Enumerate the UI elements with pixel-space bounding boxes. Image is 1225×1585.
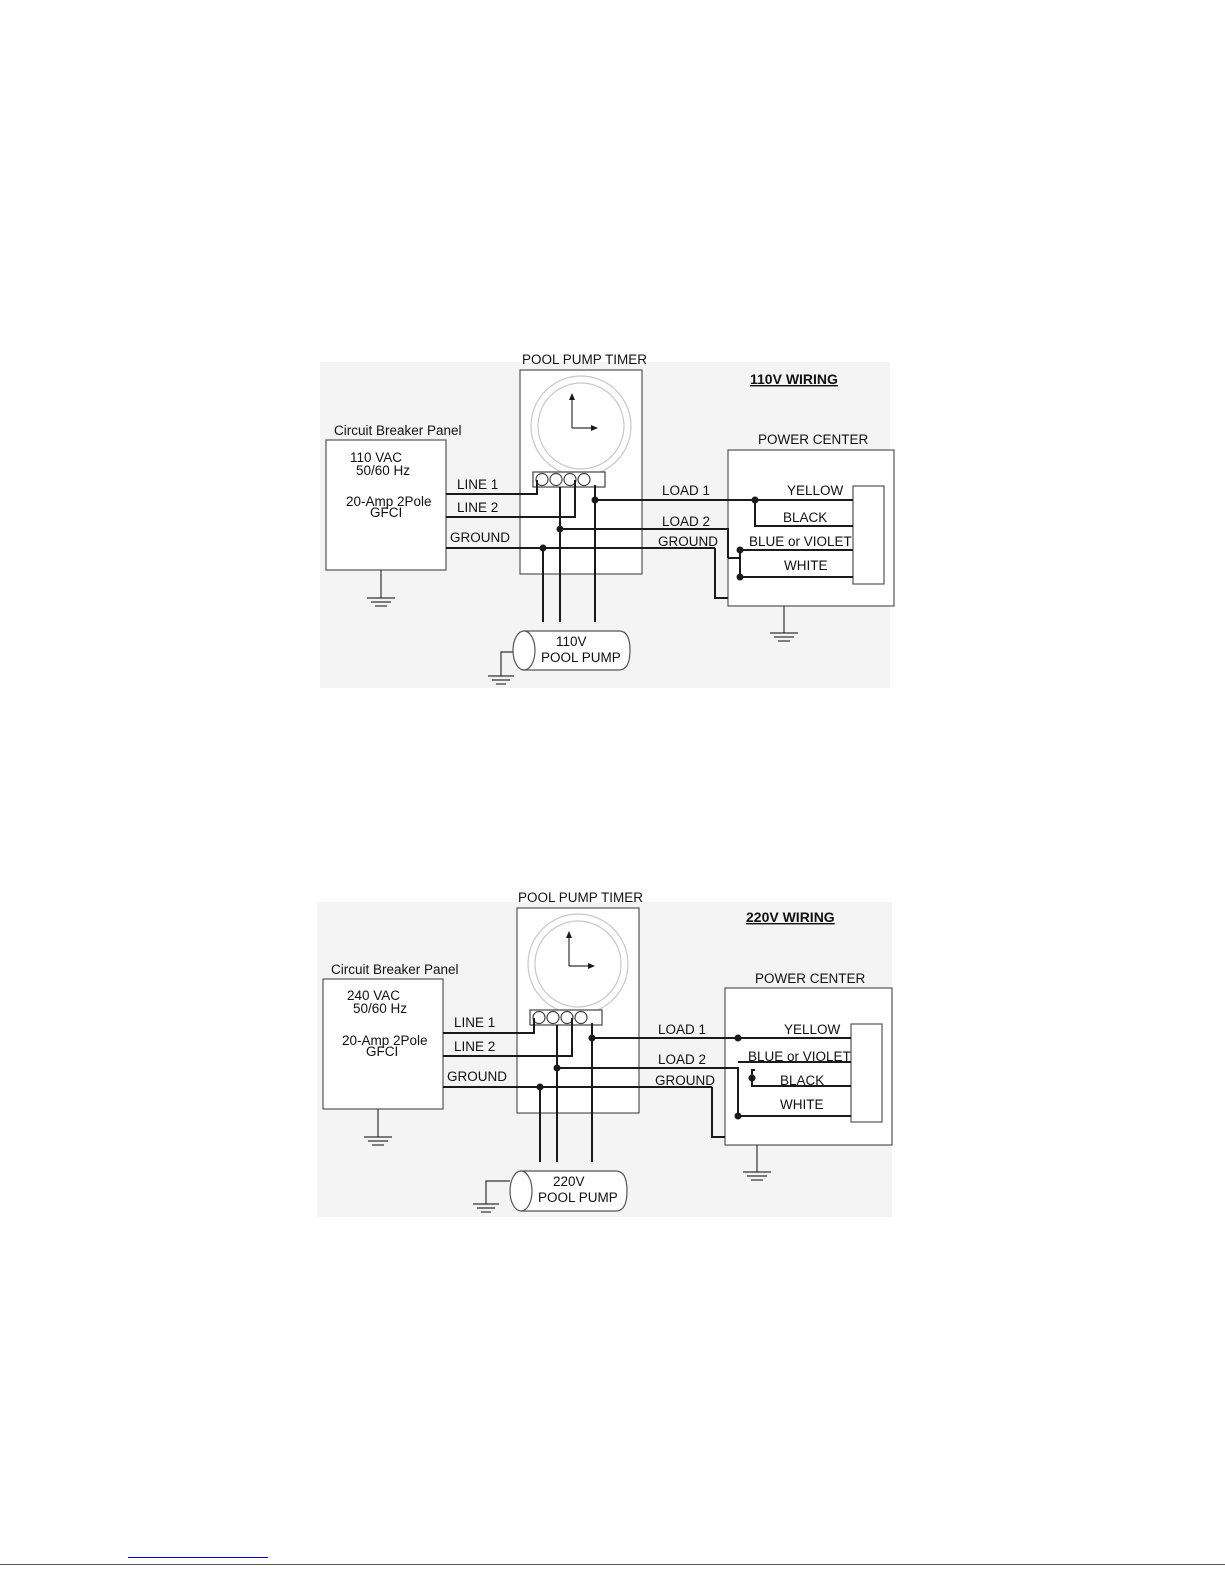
pool-pump-icon <box>509 1170 628 1212</box>
line2-label: LINE 2 <box>454 1039 495 1054</box>
ground-left-label: GROUND <box>450 530 510 545</box>
wire-color-label: BLUE or VIOLET <box>748 1049 851 1064</box>
timer-label: POOL PUMP TIMER <box>522 352 647 367</box>
wiring-diagram-220v: Circuit Breaker Panel 240 VAC 50/60 Hz 2… <box>0 880 1225 1225</box>
footnote-separator <box>128 1557 268 1558</box>
power-center-terminal-block <box>850 1023 883 1123</box>
load1-label: LOAD 1 <box>658 1022 706 1037</box>
wiring-lines <box>446 480 853 622</box>
power-center-terminal-block <box>852 485 885 585</box>
ground-symbol-icon <box>488 651 514 685</box>
power-center-label: POWER CENTER <box>755 971 866 986</box>
wire-color-label: BLUE or VIOLET <box>749 534 852 549</box>
load2-label: LOAD 2 <box>658 1052 706 1067</box>
breaker-amp-rating: 20-Amp 2Pole <box>346 494 432 509</box>
wire-color-label: YELLOW <box>787 483 844 498</box>
ground-right-label: GROUND <box>658 534 718 549</box>
pool-pump-icon <box>512 630 631 671</box>
wiring-lines <box>443 1018 851 1162</box>
load2-label: LOAD 2 <box>662 514 710 529</box>
pump-label: POOL PUMP <box>538 1190 618 1205</box>
breaker-gfci: GFCI <box>370 505 402 520</box>
breaker-voltage: 240 VAC <box>347 988 400 1003</box>
wire-color-label: BLACK <box>780 1073 824 1088</box>
pump-voltage: 220V <box>553 1174 585 1189</box>
breaker-panel-box <box>322 978 444 1110</box>
wire-color-label: YELLOW <box>784 1022 841 1037</box>
breaker-frequency: 50/60 Hz <box>356 463 410 478</box>
line2-label: LINE 2 <box>457 500 498 515</box>
wire-color-label: WHITE <box>784 558 828 573</box>
breaker-panel-label: Circuit Breaker Panel <box>331 962 459 977</box>
pump-voltage: 110V <box>556 634 587 649</box>
breaker-panel-label: Circuit Breaker Panel <box>334 423 462 438</box>
ground-symbol-icon <box>473 1180 510 1213</box>
ground-symbol-icon <box>743 1145 771 1181</box>
breaker-panel-box <box>325 439 447 571</box>
ground-symbol-icon <box>367 570 395 607</box>
diagram-title: 110V WIRING <box>750 371 838 387</box>
line1-label: LINE 1 <box>457 477 498 492</box>
page-bottom-border <box>0 1564 1225 1565</box>
breaker-amp-rating: 20-Amp 2Pole <box>342 1033 428 1048</box>
line1-label: LINE 1 <box>454 1015 495 1030</box>
breaker-frequency: 50/60 Hz <box>353 1001 407 1016</box>
wiring-diagram-110v: Circuit Breaker Panel 110 VAC 50/60 Hz 2… <box>0 340 1225 700</box>
diagram-110v-svg: Circuit Breaker Panel 110 VAC 50/60 Hz 2… <box>320 352 895 688</box>
diagram-220v-svg: Circuit Breaker Panel 240 VAC 50/60 Hz 2… <box>317 890 893 1217</box>
diagram-title: 220V WIRING <box>746 909 835 925</box>
power-center-label: POWER CENTER <box>758 432 869 447</box>
terminal-screws <box>532 1010 588 1025</box>
breaker-voltage: 110 VAC <box>350 450 402 465</box>
wire-junction-dots <box>536 1034 756 1120</box>
ground-symbol-icon <box>770 606 798 642</box>
ground-symbol-icon <box>364 1109 392 1146</box>
ground-right-label: GROUND <box>655 1073 715 1088</box>
timer-label: POOL PUMP TIMER <box>518 890 643 905</box>
wire-junction-dots <box>539 496 759 581</box>
pump-label: POOL PUMP <box>541 650 621 665</box>
ground-left-label: GROUND <box>447 1069 507 1084</box>
wire-color-label: WHITE <box>780 1097 824 1112</box>
wire-color-label: BLACK <box>783 510 827 525</box>
terminal-screws <box>535 472 591 487</box>
load1-label: LOAD 1 <box>662 483 710 498</box>
breaker-gfci: GFCI <box>366 1044 398 1059</box>
